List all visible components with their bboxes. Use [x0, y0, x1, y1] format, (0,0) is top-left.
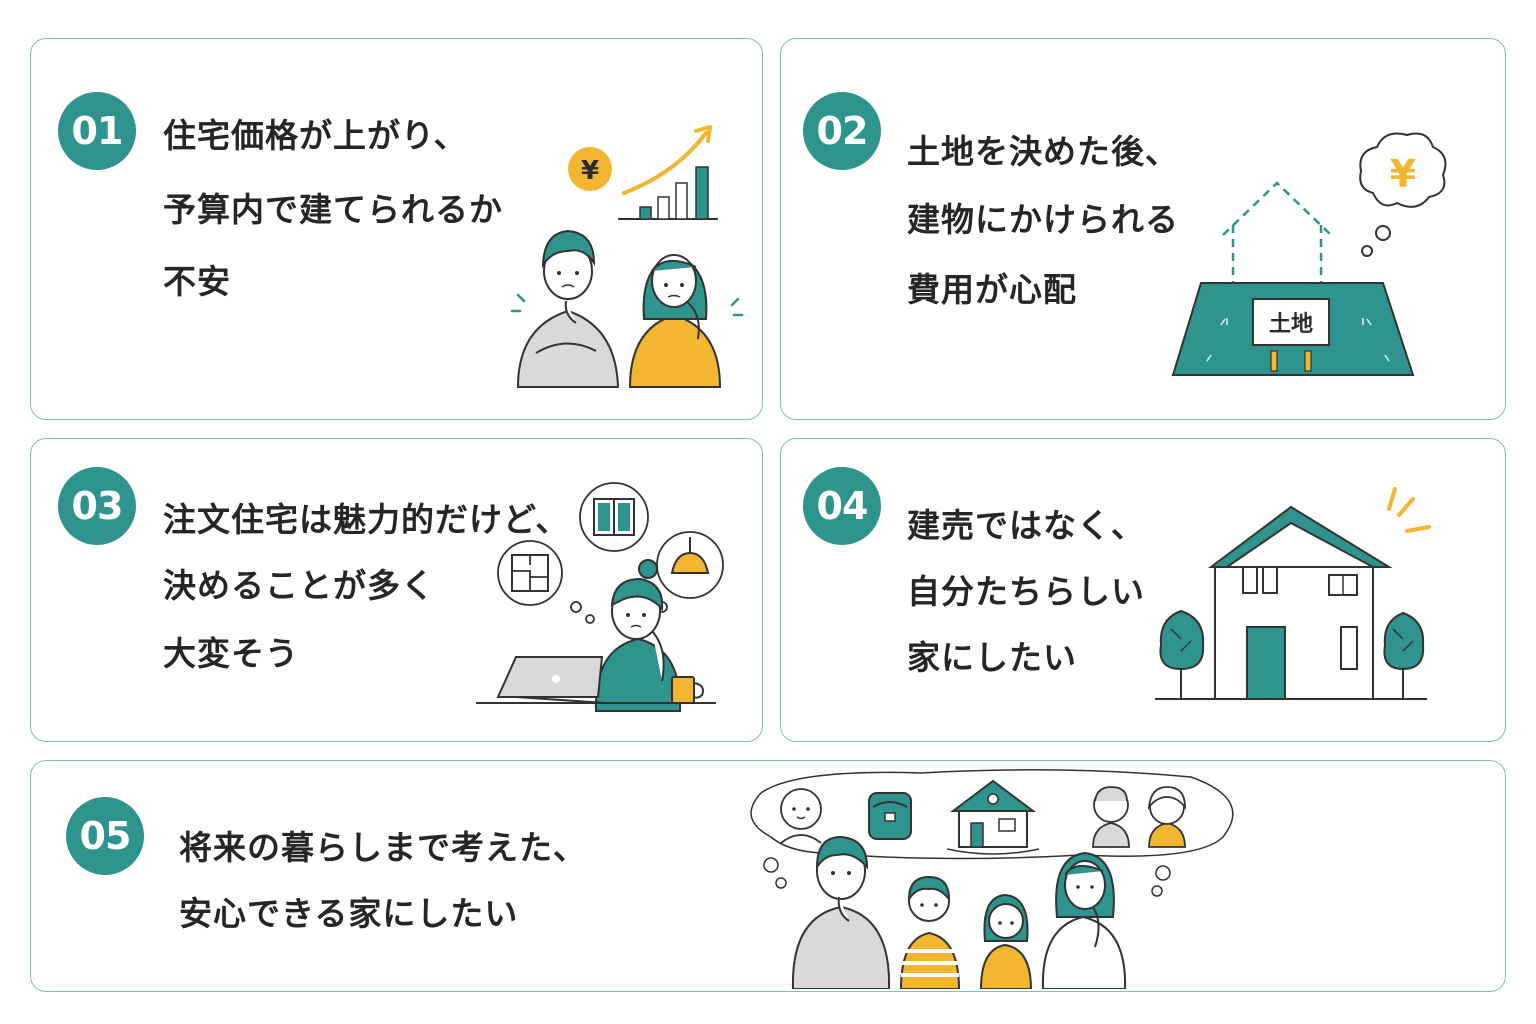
elderly-man-icon: [1092, 786, 1130, 848]
woman-laptop-icon: [476, 559, 716, 712]
card-text-line: 費用が心配: [907, 270, 1077, 309]
house-icon: [1208, 505, 1393, 700]
card-text-line: 安心できる家にしたい: [179, 894, 519, 933]
card-text-line: 住宅価格が上がり、: [163, 116, 468, 155]
worried-man-icon: [510, 229, 620, 388]
yen-coin-icon: ¥: [568, 147, 612, 191]
dashed-house-icon: [1222, 181, 1332, 285]
card-text-line: 注文住宅は魅力的だけど、: [163, 500, 570, 539]
home-icon: [946, 779, 1040, 855]
card-text-line: 家にしたい: [907, 638, 1077, 677]
family-icon: [791, 835, 1127, 989]
card-text-line: 将来の暮らしまで考えた、: [179, 828, 587, 867]
land-sign-label: 土地: [1269, 312, 1313, 337]
future-family-illustration: [750, 769, 1234, 989]
card-text-line: 自分たちらしい: [907, 572, 1145, 611]
decision-illustration: [476, 482, 724, 712]
card-number: 05: [66, 797, 144, 875]
card-text-line: 建物にかけられる: [907, 200, 1179, 239]
thought-bubble-icon: ¥: [1359, 132, 1447, 257]
concern-card-4: 04 建売ではなく、 自分たちらしい 家にしたい: [780, 438, 1506, 742]
land-plot-icon: 土地: [1171, 282, 1415, 376]
concern-card-3: 03 注文住宅は魅力的だけど、 決めることが多く 大変そう: [30, 438, 763, 742]
school-bag-icon: [868, 792, 912, 840]
floor-plan-icon: [497, 540, 563, 606]
baby-icon: [780, 788, 822, 844]
concern-card-1: 01 住宅価格が上がり、 予算内で建てられるか 不安 ¥: [30, 38, 763, 420]
card-number: 03: [58, 467, 136, 545]
card-number: 01: [58, 92, 136, 170]
card-text-line: 不安: [163, 262, 231, 301]
card-text-line: 土地を決めた後、: [907, 132, 1179, 171]
elderly-woman-icon: [1147, 786, 1186, 848]
card-text-line: 予算内で建てられるか: [163, 190, 503, 229]
card-number: 04: [803, 467, 881, 545]
yen-coin-label: ¥: [581, 156, 599, 186]
thought-bubble-label: ¥: [1390, 152, 1416, 196]
land-plot-illustration: 土地 ¥: [1171, 132, 1447, 376]
pendant-lamp-icon: [656, 531, 724, 599]
concern-card-5: 05 将来の暮らしまで考えた、 安心できる家にしたい: [30, 760, 1506, 992]
card-number: 02: [803, 92, 881, 170]
concern-card-2: 02 土地を決めた後、 建物にかけられる 費用が心配 土地 ¥: [780, 38, 1506, 420]
card-text-line: 建売ではなく、: [907, 506, 1145, 545]
mug-icon: [671, 676, 704, 704]
worried-woman-icon: [628, 253, 744, 388]
sparkle-icon: [1387, 487, 1431, 533]
window-icon: [579, 482, 649, 552]
card-text-line: 決めることが多く: [163, 566, 435, 605]
worried-couple-illustration: ¥: [510, 125, 744, 388]
tree-icon: [1159, 609, 1425, 699]
card-text-line: 大変そう: [163, 634, 299, 673]
rising-chart-icon: [618, 125, 718, 220]
custom-house-illustration: [1155, 487, 1431, 700]
